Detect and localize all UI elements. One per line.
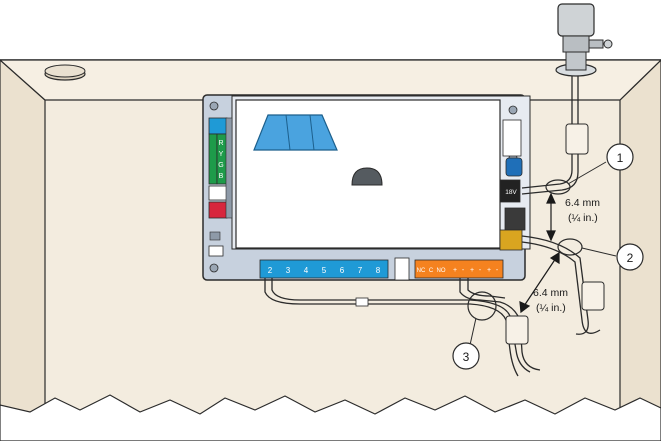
measurement-1-imperial: (¼ in.) (568, 212, 598, 224)
cable-clips (355, 123, 605, 345)
lcd-display (253, 114, 338, 151)
wire-loops (467, 179, 583, 321)
zone-label-5: 5 (322, 266, 327, 275)
bus-label-y: Y (219, 151, 224, 158)
battery-terminal (499, 179, 521, 203)
zone-label-3: 3 (286, 266, 291, 275)
clip-bottom (505, 315, 529, 345)
power-label-1: + (453, 267, 457, 274)
left-terminals: R Y G B (208, 117, 233, 257)
loop-1 (545, 179, 571, 195)
siren-device (555, 3, 613, 77)
left-red-terminal (208, 201, 228, 219)
battery-label: 18V (505, 189, 517, 196)
zone-label-8: 8 (376, 266, 381, 275)
measurement-1-value: 6.4 mm (565, 197, 600, 209)
callout-1-number: 1 (617, 151, 624, 165)
bus-terminal-block (208, 133, 218, 185)
loop-2 (557, 238, 583, 256)
enclosure-right-wall (619, 59, 661, 421)
callout-1: 1 (606, 143, 634, 171)
zone-label-6: 6 (340, 266, 345, 275)
right-terminals: 18V (499, 119, 526, 251)
arrow-head-top (549, 251, 560, 265)
arrow-head-up (546, 192, 556, 204)
zone-label-7: 7 (358, 266, 363, 275)
measurement-2-value: 6.4 mm (533, 287, 568, 299)
control-panel (202, 94, 531, 281)
bus-label-g: G (218, 162, 223, 169)
left-blue-terminal (208, 117, 228, 135)
siren-body (557, 3, 595, 37)
output-terminals (414, 259, 504, 279)
clip-lower-right (581, 281, 605, 311)
power-label-3: + (470, 267, 474, 274)
zone-terminals (259, 259, 389, 279)
callout-3-number: 3 (463, 350, 470, 364)
output-terminal-strip: NC C NO + - + - + - (414, 259, 504, 279)
fuse-block (505, 157, 523, 177)
power-label-5: + (487, 267, 491, 274)
callout-2-number: 2 (627, 251, 634, 265)
relay-label-no: NO (437, 268, 446, 274)
power-label-2: - (462, 267, 465, 274)
measurement-vertical (546, 192, 556, 242)
zone-label-2: 2 (268, 266, 273, 275)
clip-upper-right (565, 123, 589, 155)
siren-wire (521, 76, 573, 189)
zone-wire (264, 278, 519, 377)
zone-terminal-strip: 2 3 4 5 6 7 8 (259, 257, 410, 281)
power-label-4: - (479, 267, 482, 274)
wiring (264, 76, 601, 377)
leader-lines (469, 161, 617, 346)
enclosure-top-wall (0, 59, 661, 101)
relay-label-nc: NC (417, 268, 426, 274)
tamper-switch (351, 167, 383, 186)
relay-label-c: C (429, 268, 434, 274)
loop-3 (467, 291, 497, 321)
callout-3: 3 (452, 342, 480, 370)
power-label-6: - (496, 267, 499, 274)
torn-edge (0, 394, 661, 442)
enclosure-left-wall (0, 59, 46, 421)
arrow-head-bottom (519, 301, 531, 314)
measurement-diagonal (519, 251, 560, 314)
arrow-head-down (546, 230, 556, 242)
bus-label-r: R (218, 140, 223, 147)
cable-tie-zone (355, 297, 369, 307)
transformer-terminal (504, 207, 526, 231)
bus-label-b: B (219, 173, 224, 180)
callout-2: 2 (616, 243, 644, 271)
zone-label-4: 4 (304, 266, 309, 275)
power-wire (521, 235, 589, 335)
measurement-2-imperial: (¼ in.) (536, 302, 566, 314)
